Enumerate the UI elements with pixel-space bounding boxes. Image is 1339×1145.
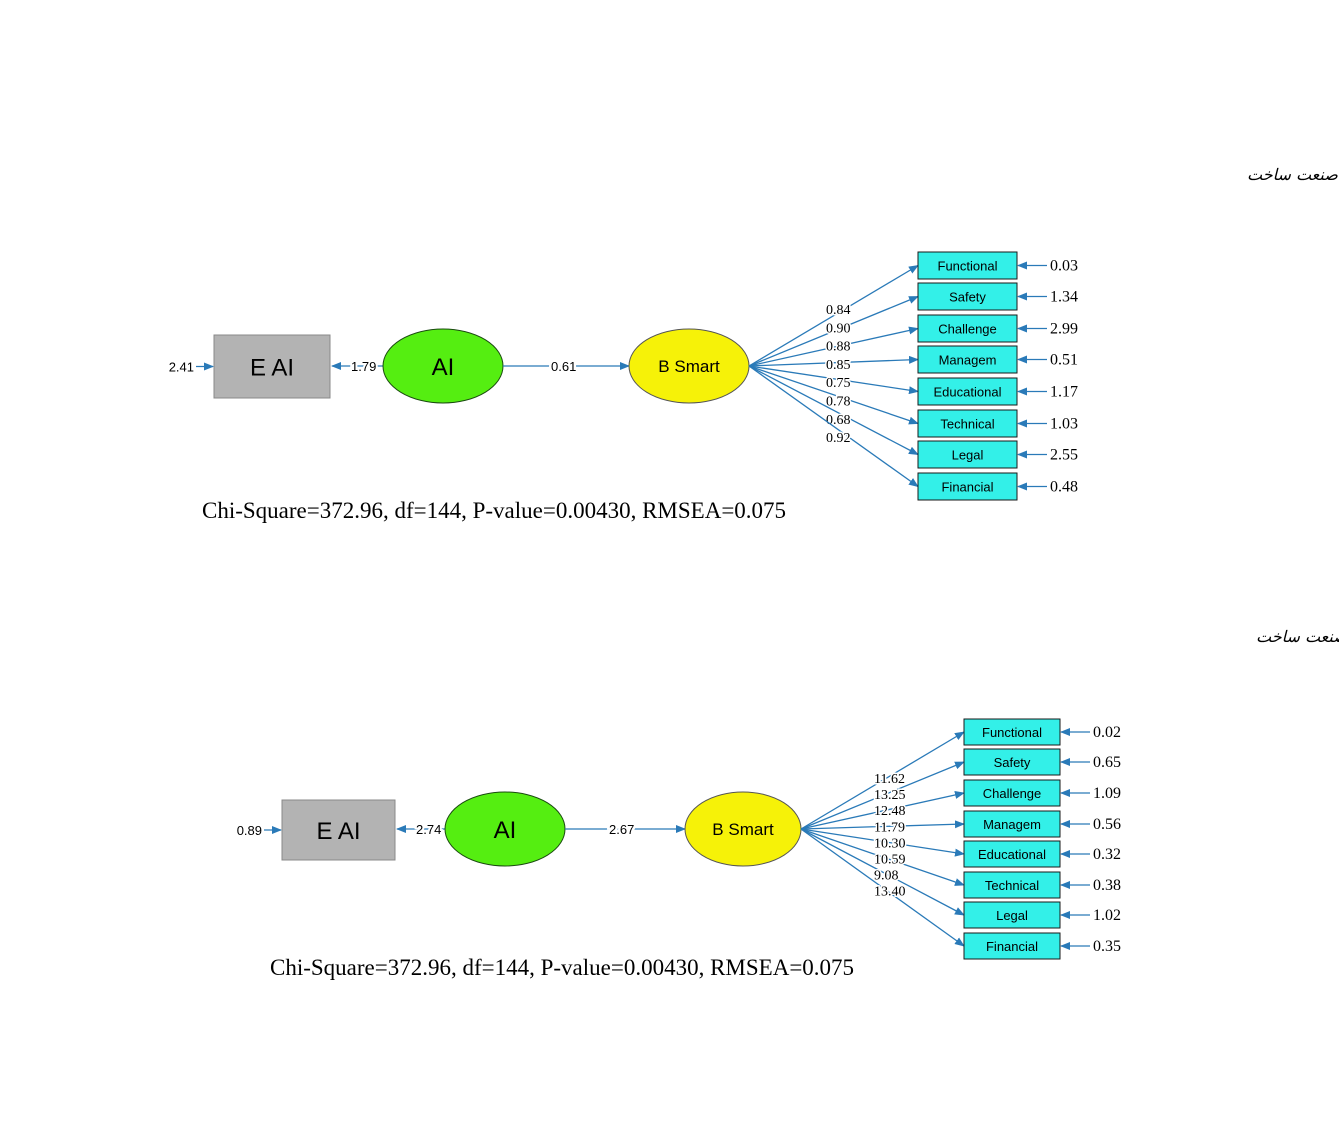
loading-arrow — [748, 355, 919, 367]
indicator-error-value: 1.02 — [1093, 907, 1121, 924]
indicator-error-value: 2.99 — [1050, 321, 1078, 338]
indicator-box — [963, 810, 1061, 838]
diagram-caption: معنی داری مدل مفهومی مبنی بر کاربرد هوش … — [1256, 627, 1339, 646]
sem-diagram-2: معنی داری مدل مفهومی مبنی بر کاربرد هوش … — [237, 627, 1339, 980]
indicator-error-value: 0.35 — [1093, 938, 1121, 955]
loading-coefficient: 0.84 — [826, 303, 851, 318]
indicator-error-value: 1.03 — [1050, 416, 1078, 433]
loading-coefficient: 11.62 — [874, 772, 905, 787]
indicator-box — [917, 345, 1018, 374]
loading-arrow — [800, 828, 965, 916]
loading-arrow — [748, 264, 919, 367]
indicator-error-value: 2.55 — [1050, 447, 1078, 464]
indicator-error-value: 0.51 — [1050, 352, 1078, 369]
indicator-label: Legal — [996, 908, 1028, 923]
e-ai-box — [281, 799, 396, 861]
e-ai-error-value: 0.89 — [237, 823, 262, 838]
loading-coefficient: 10.59 — [874, 853, 906, 868]
e-ai-box — [213, 334, 331, 399]
indicator-label: Functional — [982, 725, 1042, 740]
loading-arrow — [748, 326, 919, 367]
loading-arrow — [748, 295, 919, 367]
indicator-label: Functional — [938, 259, 998, 274]
indicator-label: Educational — [978, 847, 1046, 862]
indicator-error-value: 1.34 — [1050, 289, 1078, 306]
indicator-error-value: 0.02 — [1093, 724, 1121, 741]
loading-arrow — [800, 791, 965, 830]
indicator-error-value: 0.48 — [1050, 479, 1078, 496]
ai-label: AI — [494, 817, 517, 844]
loading-arrow — [748, 365, 919, 456]
indicator-label: Managem — [939, 353, 997, 368]
loading-arrow — [748, 365, 919, 395]
fit-statistics: Chi-Square=372.96, df=144, P-value=0.004… — [270, 955, 854, 980]
e-ai-label: E AI — [316, 818, 360, 845]
indicator-label: Challenge — [938, 322, 997, 337]
fit-statistics: Chi-Square=372.96, df=144, P-value=0.004… — [202, 498, 786, 523]
sem-diagram-1: برازش مدل مفهومی مبنی بر کاربرد هوش مصنو… — [169, 165, 1339, 523]
loading-arrow — [800, 828, 965, 947]
indicator-error-value: 0.65 — [1093, 754, 1121, 771]
loading-coefficient: 13.40 — [874, 885, 906, 900]
ai-e-ai-path-value: 2.74 — [416, 822, 441, 837]
indicator-box — [963, 718, 1061, 746]
indicator-label: Legal — [952, 448, 984, 463]
loading-coefficient: 11.79 — [874, 820, 905, 835]
loading-coefficient: 10.30 — [874, 836, 906, 851]
indicator-label: Financial — [986, 939, 1038, 954]
indicator-error-value: 0.32 — [1093, 846, 1121, 863]
loading-arrow — [800, 731, 965, 830]
loading-arrow — [800, 761, 965, 830]
indicator-label: Challenge — [983, 786, 1042, 801]
indicator-error-value: 1.09 — [1093, 785, 1121, 802]
indicator-box — [963, 840, 1061, 868]
loading-coefficient: 13.25 — [874, 788, 906, 803]
indicator-box — [917, 377, 1018, 406]
indicator-box — [963, 748, 1061, 776]
loading-coefficient: 0.75 — [826, 376, 851, 391]
e-ai-error-value: 2.41 — [169, 360, 194, 375]
loading-coefficient: 0.85 — [826, 358, 851, 373]
loading-arrow — [748, 365, 919, 425]
b-smart-label: B Smart — [658, 357, 720, 376]
ai-label: AI — [432, 354, 455, 381]
indicator-box — [963, 779, 1061, 807]
loading-coefficient: 0.68 — [826, 413, 851, 428]
loading-arrow — [800, 820, 965, 830]
ai-e-ai-path-value: 1.79 — [351, 359, 376, 374]
loading-coefficient: 0.78 — [826, 395, 851, 410]
indicator-label: Safety — [949, 290, 986, 305]
ai-b-smart-path-value: 0.61 — [551, 359, 576, 374]
indicator-label: Financial — [941, 480, 993, 495]
loading-coefficient: 0.92 — [826, 431, 851, 446]
indicator-label: Technical — [940, 417, 994, 432]
loading-coefficient: 0.88 — [826, 340, 851, 355]
loading-coefficient: 0.90 — [826, 321, 851, 336]
indicator-error-value: 0.03 — [1050, 258, 1078, 275]
ai-b-smart-path-value: 2.67 — [609, 822, 634, 837]
indicator-box — [917, 440, 1018, 469]
indicator-box — [963, 901, 1061, 929]
indicator-box — [917, 472, 1018, 501]
indicator-box — [917, 282, 1018, 311]
loading-arrow — [800, 828, 965, 857]
b-smart-label: B Smart — [712, 820, 774, 839]
diagram-caption: برازش مدل مفهومی مبنی بر کاربرد هوش مصنو… — [1247, 165, 1339, 184]
indicator-box — [917, 251, 1018, 280]
indicator-error-value: 0.38 — [1093, 877, 1121, 894]
indicator-label: Technical — [985, 878, 1039, 893]
e-ai-label: E AI — [250, 355, 294, 382]
loading-arrow — [748, 365, 919, 488]
indicator-error-value: 1.17 — [1050, 384, 1078, 401]
indicator-label: Managem — [983, 817, 1041, 832]
loading-coefficient: 9.08 — [874, 869, 899, 884]
loading-coefficient: 12.48 — [874, 804, 906, 819]
loading-arrow — [800, 828, 965, 886]
indicator-error-value: 0.56 — [1093, 816, 1121, 833]
indicator-label: Safety — [994, 755, 1031, 770]
indicator-box — [963, 932, 1061, 960]
indicator-label: Educational — [934, 385, 1002, 400]
